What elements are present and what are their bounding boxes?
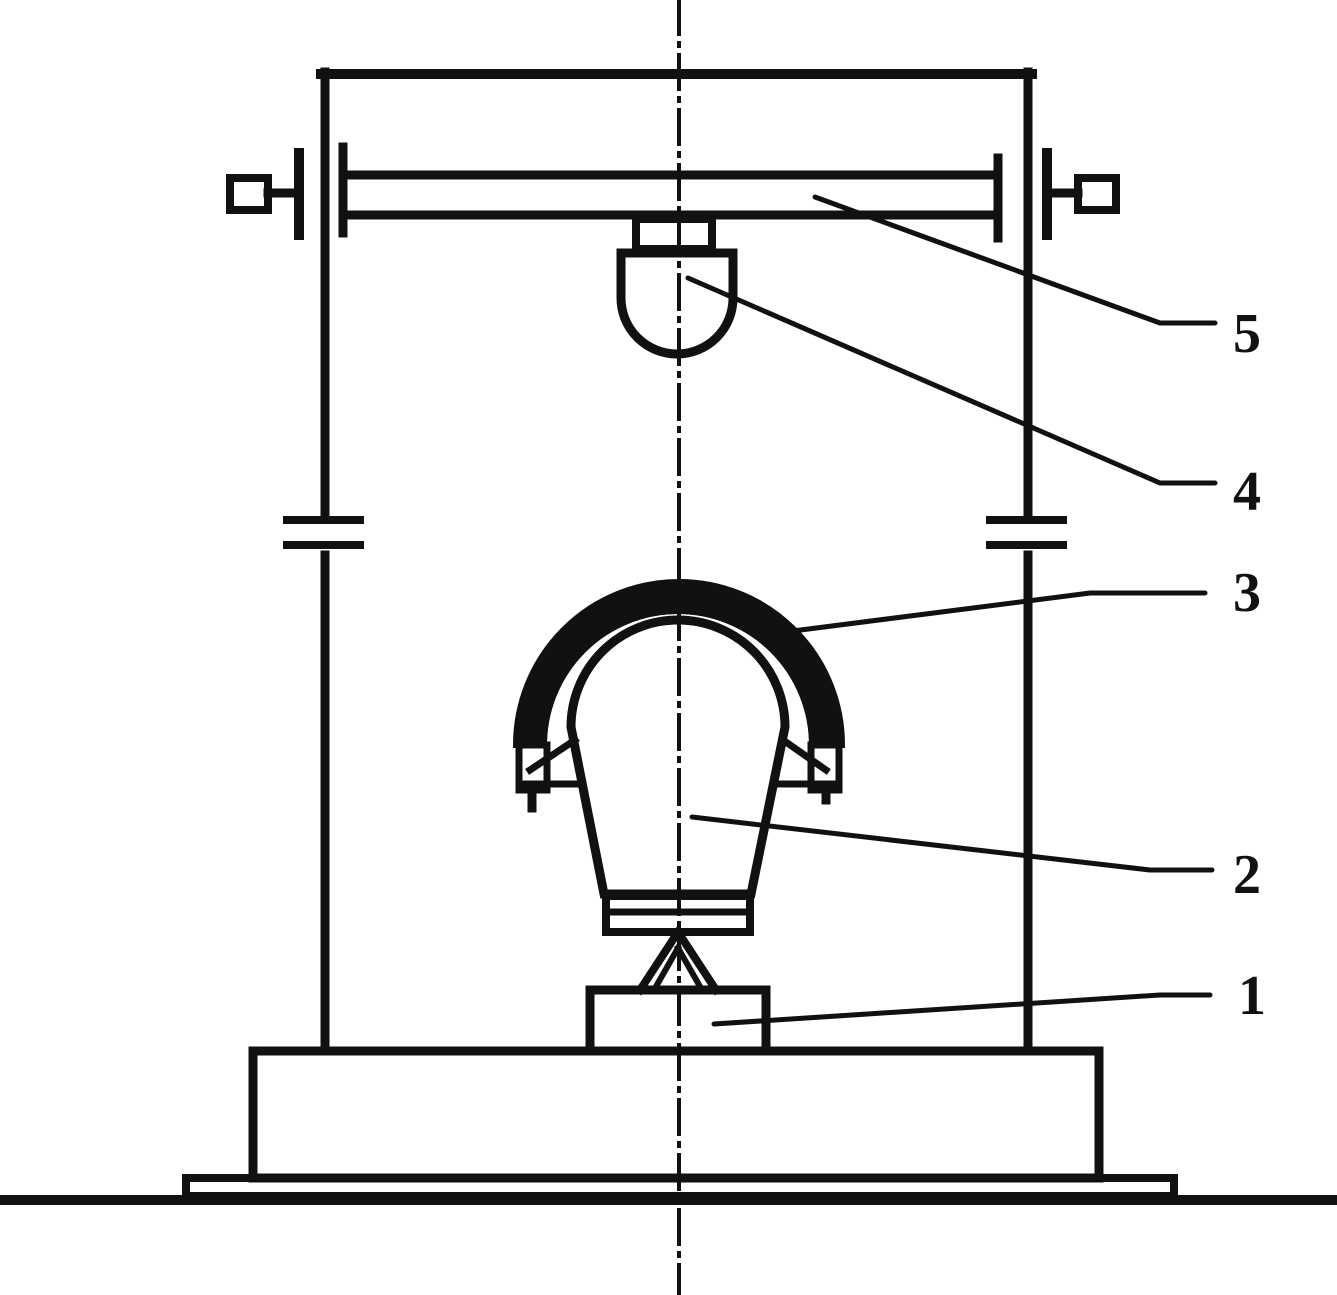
callout-label-5: 5 (1233, 303, 1261, 365)
left-clamp-knob (226, 148, 304, 240)
right-column (986, 67, 1067, 1056)
callout-label-4: 4 (1233, 461, 1261, 523)
callout-label-1: 1 (1238, 965, 1266, 1027)
headform (566, 615, 790, 899)
left-column (283, 67, 364, 1056)
helmet-left-tab (515, 735, 584, 813)
base-block (248, 1046, 1104, 1183)
leader-line-2 (689, 814, 1215, 873)
callout-label-3: 3 (1233, 562, 1261, 624)
callout-label-2: 2 (1233, 844, 1261, 906)
leader-line-4 (685, 275, 1218, 486)
leader-line-3 (782, 590, 1208, 635)
v-support (634, 926, 722, 996)
leader-line-1 (711, 992, 1213, 1027)
helmet-right-tab (774, 735, 843, 805)
crossbeam (338, 142, 1003, 243)
right-clamp-knob (1042, 148, 1120, 240)
leader-line-5 (812, 194, 1218, 326)
